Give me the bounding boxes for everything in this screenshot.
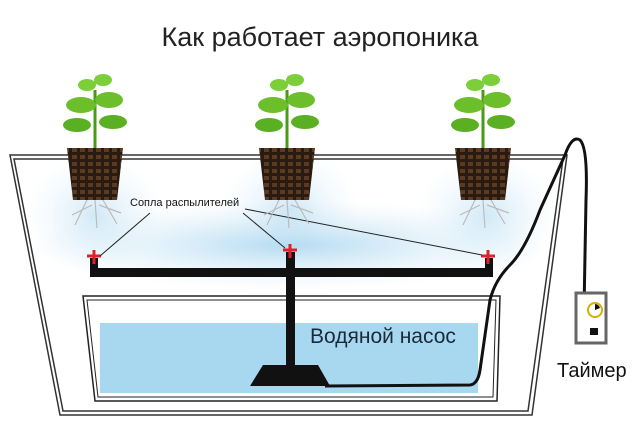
spray-pipe xyxy=(90,252,493,386)
nozzles-label: Сопла распылителей xyxy=(130,197,240,209)
pump-label: Водяной насос xyxy=(310,325,456,348)
mist-cloud xyxy=(25,150,557,290)
timer-label: Таймер xyxy=(557,360,627,382)
grow-chamber xyxy=(9,154,568,416)
timer-device xyxy=(574,291,608,345)
diagram-title: Как работает аэропоника xyxy=(161,22,479,52)
plants xyxy=(63,74,515,229)
water-pump xyxy=(250,365,330,386)
nozzle-leader-lines xyxy=(99,208,483,257)
plant xyxy=(451,74,515,229)
plant xyxy=(255,74,319,229)
power-cable xyxy=(324,137,593,388)
nozzles xyxy=(87,244,495,264)
plant xyxy=(63,74,127,229)
